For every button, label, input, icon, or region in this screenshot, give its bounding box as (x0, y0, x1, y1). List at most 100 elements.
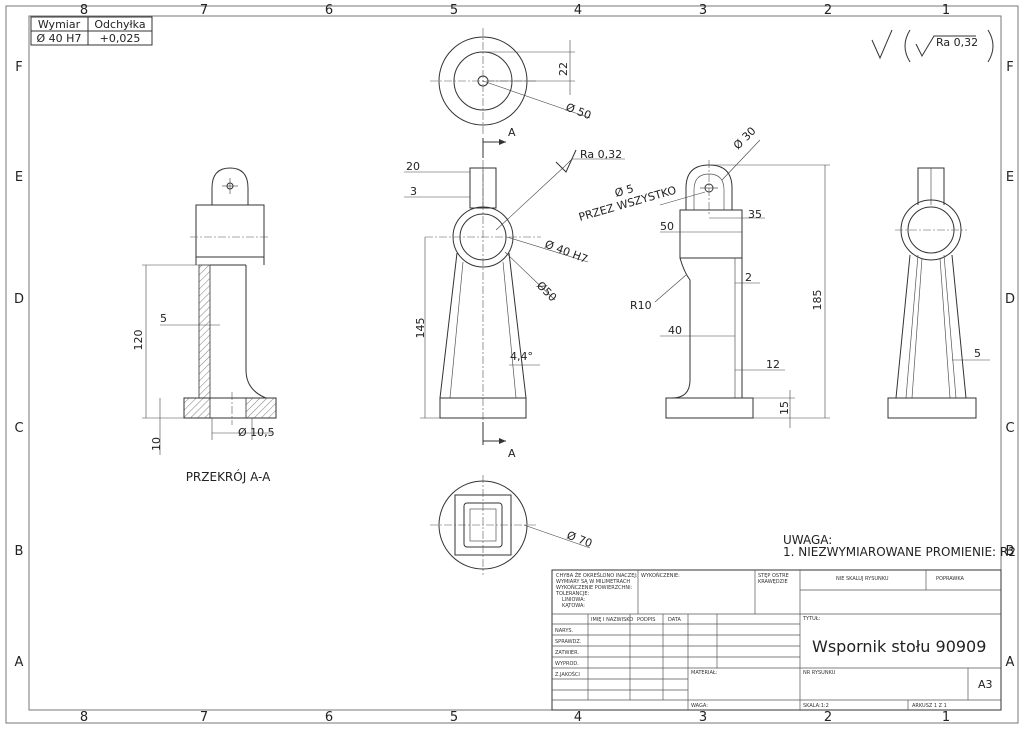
zone-columns-bottom: 8 7 6 5 4 3 2 1 (80, 710, 950, 725)
zone-row: B (15, 544, 24, 559)
tb-no-scale: NIE SKALUJ RYSUNKU (836, 576, 889, 582)
dim-dia-5: Ø 5 (613, 182, 635, 200)
bottom-view: Ø 70 (430, 475, 594, 575)
tb-sheet: ARKUSZ 1 Z 1 (912, 703, 947, 709)
zone-col: 8 (80, 710, 88, 725)
tb-material: MATERIAŁ: (691, 670, 718, 676)
tb-col-name: IMIĘ I NAZWISKO (591, 617, 633, 623)
zone-col: 5 (450, 3, 458, 18)
zone-row: C (14, 421, 23, 436)
zone-rows-left: F E D C B A (14, 60, 24, 670)
title-block: CHYBA ŻE OKREŚLONO INACZEJ: WYMIARY SĄ W… (551, 569, 1002, 711)
dim-12: 12 (766, 358, 780, 371)
zone-row: E (15, 170, 23, 185)
zone-col: 5 (450, 710, 458, 725)
zone-labels: 8 7 6 5 4 3 2 1 8 7 6 5 4 3 2 1 F E D C … (14, 3, 1015, 725)
tb-general-3: WYKOŃCZENIE POWIERZCHNI: (556, 584, 633, 591)
dim-145: 145 (414, 318, 427, 339)
zone-row: C (1005, 421, 1014, 436)
side-view: Ø 30 Ø 5 PRZEZ WSZYSTKO 35 50 2 R10 40 1… (577, 124, 830, 428)
tb-col-date: DATA (668, 617, 681, 623)
zone-col: 1 (942, 710, 950, 725)
zone-row: F (1006, 60, 1013, 75)
dim-angle: 4,4° (510, 350, 533, 363)
zone-row: B (1006, 544, 1015, 559)
tb-size: A3 (978, 678, 993, 691)
right-view: 5 (887, 167, 990, 419)
zone-row: A (15, 655, 24, 670)
zone-col: 6 (325, 710, 333, 725)
zone-col: 3 (699, 710, 707, 725)
tb-general-1: CHYBA ŻE OKREŚLONO INACZEJ: (556, 572, 638, 579)
zone-col: 2 (824, 710, 832, 725)
dim-120: 120 (132, 330, 145, 351)
front-view: A A 20 3 145 Ra 0,32 Ø 40 H7 Ø50 4,4° (404, 126, 625, 460)
dim-10: 10 (150, 437, 163, 451)
section-mark-bottom: A (508, 447, 516, 460)
tolerance-header-deviation: Odchyłka (94, 18, 145, 31)
dim-22: 22 (557, 62, 570, 76)
dim-185: 185 (811, 290, 824, 311)
dim-40: 40 (668, 324, 682, 337)
dim-dia-50-top: Ø 50 (564, 101, 593, 123)
tb-row-checked: SPRAWDZ. (555, 639, 582, 645)
tolerance-value-deviation: +0,025 (100, 32, 141, 45)
dim-3: 3 (410, 185, 417, 198)
tolerance-table: Wymiar Odchyłka Ø 40 H7 +0,025 (30, 16, 153, 46)
note-line-1: 1. NIEZWYMIAROWANE PROMIENIE: R2 (783, 545, 1016, 559)
dim-2: 2 (745, 271, 752, 284)
section-label: PRZEKRÓJ A-A (186, 469, 271, 484)
section-view: 120 5 10 Ø 10,5 PRZEKRÓJ A-A (132, 167, 277, 484)
tb-col-sign: PODPIS (637, 617, 655, 623)
note-title: UWAGA: (783, 533, 832, 547)
dim-dia-40-h7: Ø 40 H7 (543, 238, 590, 266)
zone-col: 7 (200, 3, 208, 18)
front-ra: Ra 0,32 (580, 148, 622, 161)
zone-columns-top: 8 7 6 5 4 3 2 1 (80, 3, 950, 18)
tolerance-header-dimension: Wymiar (38, 18, 81, 31)
zone-col: 4 (574, 3, 582, 18)
tb-scale: SKALA:1:2 (803, 703, 829, 709)
zone-col: 3 (699, 3, 707, 18)
general-note: UWAGA: 1. NIEZWYMIAROWANE PROMIENIE: R2 (783, 533, 1016, 559)
tb-row-drawn: NARYS. (555, 628, 574, 634)
zone-col: 7 (200, 710, 208, 725)
zone-row: D (14, 292, 24, 307)
section-mark-top: A (508, 126, 516, 139)
tb-finish: WYKOŃCZENIE: (641, 572, 680, 579)
dim-5-section: 5 (160, 312, 167, 325)
surface-finish-value: Ra 0,32 (936, 36, 978, 49)
dim-r10: R10 (630, 299, 652, 312)
zone-row: E (1006, 170, 1014, 185)
dim-15: 15 (778, 401, 791, 415)
top-view: 22 Ø 50 (430, 28, 593, 134)
dim-dia-10-5: Ø 10,5 (238, 426, 275, 439)
tb-weight: WAGA: (691, 703, 708, 709)
zone-row: F (15, 60, 22, 75)
dim-35: 35 (748, 208, 762, 221)
zone-col: 6 (325, 3, 333, 18)
tb-revision: POPRAWKA (936, 576, 965, 582)
tb-title-label: TYTUŁ: (802, 616, 821, 622)
zone-col: 4 (574, 710, 582, 725)
dim-dia-50-front: Ø50 (534, 279, 559, 304)
tb-general-4: TOLERANCJE: (555, 591, 589, 597)
tb-edges-2: KRAWĘDZIE (758, 579, 788, 585)
dim-dia-70: Ø 70 (565, 529, 594, 551)
zone-col: 8 (80, 3, 88, 18)
zone-row: D (1005, 292, 1015, 307)
tb-edges-1: STĘP OSTRE (758, 573, 789, 579)
tb-row-approved: ZATWIER. (555, 650, 579, 656)
tb-general-2: WYMIARY SĄ W MILIMETRACH (556, 579, 630, 585)
tb-general-6: KĄTOWA: (562, 603, 585, 609)
tb-general-5: LINIOWA: (562, 597, 585, 603)
zone-col: 2 (824, 3, 832, 18)
zone-rows-right: F E D C B A (1005, 60, 1015, 670)
dim-20: 20 (406, 160, 420, 173)
tb-title: Wspornik stołu 90909 (812, 637, 986, 656)
tb-row-produced: WYPROD. (555, 661, 579, 667)
zone-col: 1 (942, 3, 950, 18)
tb-drawing-no: NR RYSUNKU (803, 670, 836, 676)
dim-dia-30: Ø 30 (731, 124, 759, 152)
